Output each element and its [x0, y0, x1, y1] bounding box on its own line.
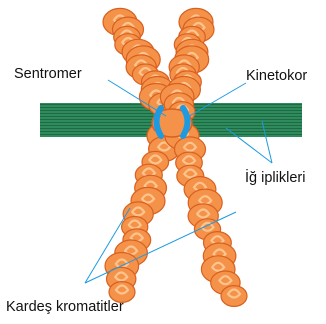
chromosome	[103, 8, 247, 306]
spindle-fiber-bundle-left	[40, 103, 160, 137]
label-centromere: Sentromer	[14, 66, 82, 82]
chromatid-arm-lower-left	[105, 122, 181, 302]
label-sister-chromatids: Kardeş kromatitler	[6, 299, 124, 315]
label-spindle-fibers: İğ iplikleri	[245, 168, 305, 186]
label-kinetochore: Kinetokor	[246, 68, 307, 84]
chromatid-arm-lower-right	[165, 122, 247, 306]
